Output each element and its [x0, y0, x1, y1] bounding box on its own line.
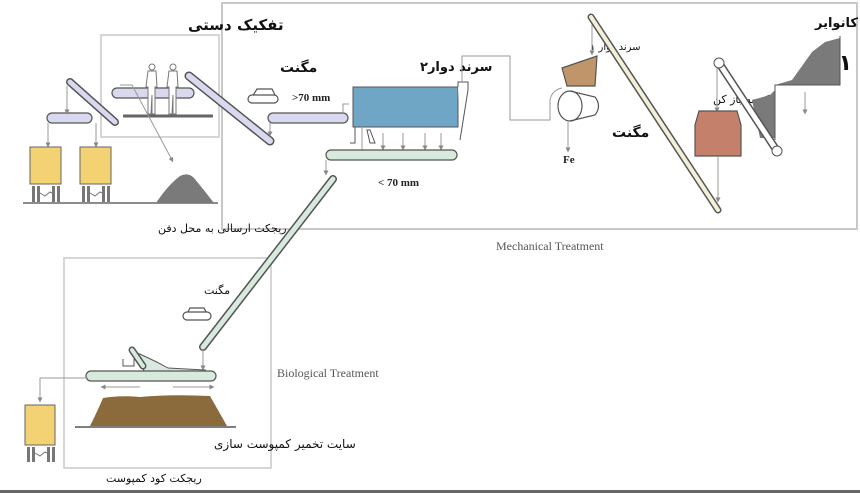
- manual-sorting-label: تفکیک دستی: [188, 16, 284, 34]
- slat-conveyor: [713, 57, 783, 157]
- arrow: [342, 103, 349, 113]
- mechanical-treatment-frame: [221, 2, 858, 230]
- compost-reject-label: ریجکت کود کمپوست: [106, 472, 202, 485]
- bottom-rule: [0, 490, 860, 493]
- compost-feed-conveyor: [199, 175, 337, 351]
- composting-site-label: سایت تخمیر کمپوست سازی: [214, 437, 356, 452]
- rotary-screen-2-label: سرند دوار۲: [420, 60, 492, 75]
- magnet-label-2: مگنت: [612, 124, 649, 141]
- compost-reject-bin: [24, 404, 56, 462]
- over-70mm-label: >70 mm: [292, 92, 330, 104]
- worker-icon: [166, 63, 179, 115]
- feed-line: [461, 55, 563, 121]
- arrow: [120, 84, 174, 163]
- windrow-turner: [85, 346, 217, 382]
- magnet-label-1: مگنت: [280, 59, 317, 76]
- screen-drop-arrows: [380, 133, 444, 151]
- magnet-icon-3: [182, 307, 212, 321]
- magnet-icon-1: [247, 88, 279, 104]
- rotary-screen-1-label: سرند دوار ۱: [590, 42, 641, 53]
- undersize-conveyor: [325, 149, 458, 161]
- under-70mm-label: < 70 mm: [378, 177, 419, 189]
- worker-icon: [145, 63, 158, 115]
- inclined-conveyor-left: [66, 78, 119, 126]
- compost-windrow: [90, 395, 227, 426]
- drum-magnet: [557, 90, 600, 122]
- magnet-label-3: مگنت: [204, 284, 230, 297]
- biological-treatment-frame: [63, 257, 272, 469]
- reject-bin-2: [79, 146, 112, 202]
- reject-bin-1: [29, 146, 62, 202]
- inclined-conveyor-middle: [184, 71, 275, 146]
- fe-label: Fe: [563, 154, 575, 166]
- biological-treatment-title: Biological Treatment: [277, 366, 379, 380]
- mechanical-treatment-title: Mechanical Treatment: [496, 239, 604, 253]
- main-inclined-conveyor: [587, 13, 722, 214]
- oversize-conveyor: [267, 112, 349, 124]
- waste-pile: [156, 174, 214, 203]
- step-number: ۱: [839, 51, 852, 76]
- hopper-pile-upper: [775, 38, 840, 85]
- arrow: [37, 377, 88, 403]
- bag-opener: [694, 110, 742, 157]
- reject-to-landfill-label: ریجکت ارسالی به محل دفن: [158, 222, 287, 235]
- slat-conveyor-label: اسلت کانوایر: [814, 16, 860, 31]
- rotary-screen-2: [350, 81, 469, 150]
- reject-conveyor: [46, 112, 93, 124]
- rotary-screen-1: [561, 55, 598, 87]
- hopper-wall: [774, 36, 841, 140]
